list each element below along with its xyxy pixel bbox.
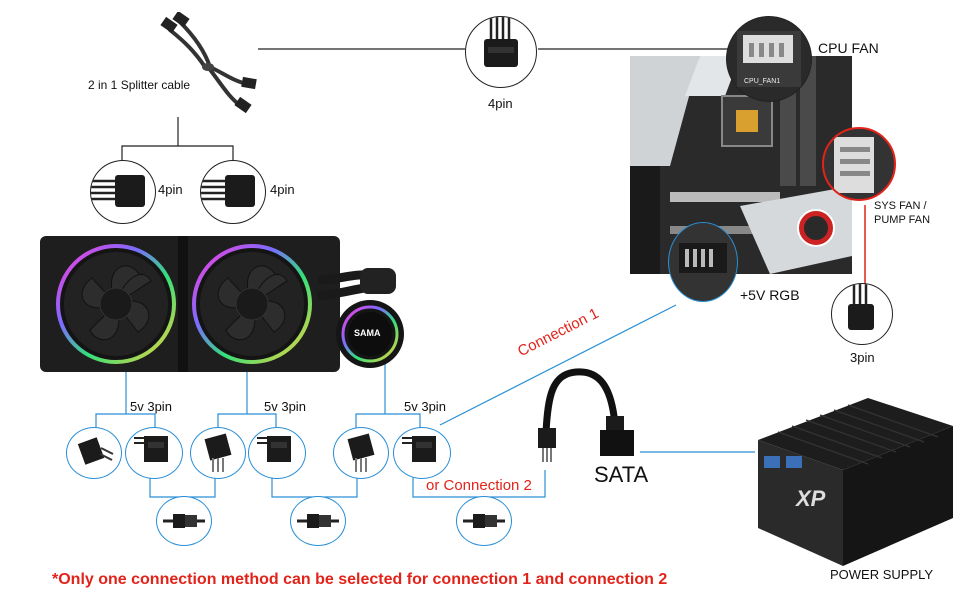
pin4-top-label: 4pin xyxy=(488,96,513,111)
rgb-male-connector-icon xyxy=(333,427,389,479)
fan-connector-4pin-icon xyxy=(90,160,156,224)
rgb-female-connector-icon xyxy=(248,427,306,479)
power-supply xyxy=(758,398,953,566)
psu-label: POWER SUPPLY xyxy=(830,567,934,582)
sys-fan-label-line1: SYS FAN / xyxy=(874,200,927,212)
pin4-right-label: 4pin xyxy=(270,182,295,197)
rgb-header-icon xyxy=(668,222,738,302)
pin4-left-label: 4pin xyxy=(158,182,183,197)
radiator-fans xyxy=(40,236,340,372)
fan-connector-4pin-icon xyxy=(200,160,266,224)
pin3-label-c: 5v 3pin xyxy=(404,399,446,414)
board-cpu-fan-label: CPU_FAN1 xyxy=(744,78,781,85)
pin3-label-b: 5v 3pin xyxy=(264,399,306,414)
rgb-joiner-connector-icon xyxy=(290,496,346,546)
rgb-joiner-connector-icon xyxy=(156,496,212,546)
psu-brand-label: XP xyxy=(796,486,826,511)
pump-brand-label: SAMA xyxy=(354,328,381,338)
rgb-joiner-connector-icon xyxy=(456,496,512,546)
splitter-cable xyxy=(160,12,257,114)
sata-label: SATA xyxy=(594,462,649,487)
rgb-female-connector-icon xyxy=(393,427,451,479)
connection-note: *Only one connection method can be selec… xyxy=(52,571,668,588)
cpu-fan-header-icon xyxy=(726,16,812,102)
motherboard xyxy=(630,56,852,274)
splitter-label: 2 in 1 Splitter cable xyxy=(88,78,191,92)
cpu-fan-label: CPU FAN xyxy=(818,40,879,56)
rgb-male-connector-icon xyxy=(190,427,246,479)
sys-fan-label-line2: PUMP FAN xyxy=(874,214,931,226)
pin3-label-a: 5v 3pin xyxy=(130,399,172,414)
sata-cable xyxy=(538,368,634,462)
fan-connector-4pin-icon xyxy=(465,16,537,88)
connection2-label: or Connection 2 xyxy=(426,477,532,494)
sys-fan-header-icon xyxy=(822,127,896,201)
rgb-male-connector-icon xyxy=(66,427,122,479)
pin3-label: 3pin xyxy=(850,350,875,365)
rgb-5v-label: +5V RGB xyxy=(740,287,800,303)
pump-block xyxy=(318,268,404,368)
fan-connector-3pin-icon xyxy=(831,283,893,345)
rgb-female-connector-icon xyxy=(125,427,183,479)
